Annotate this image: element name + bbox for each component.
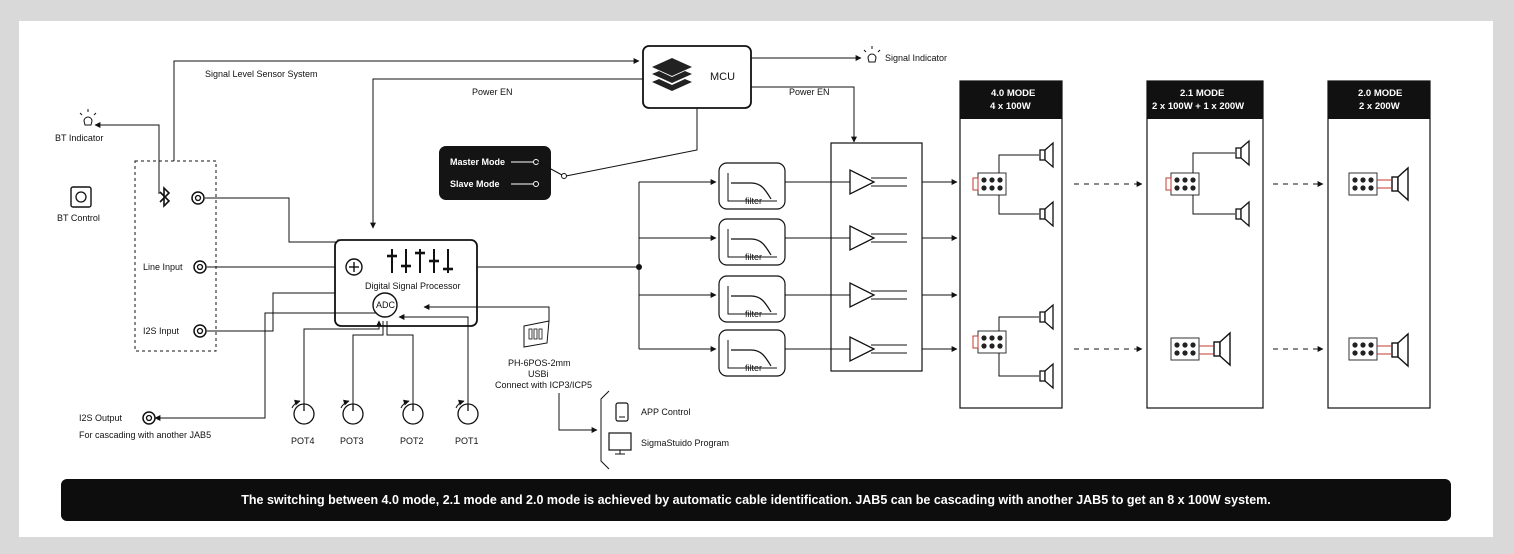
connector-block — [1348, 172, 1378, 196]
bt-control-button[interactable] — [70, 186, 92, 208]
master-mode-label: Master Mode — [450, 157, 505, 167]
connector-block — [1165, 172, 1200, 196]
i2s-input-label: I2S Input — [143, 326, 180, 336]
pot-label: POT3 — [340, 436, 364, 446]
power-en-right-label: Power EN — [789, 87, 830, 97]
i2s-output-jack-icon — [142, 411, 156, 425]
svg-text:filter: filter — [745, 196, 762, 206]
footer-banner: The switching between 4.0 mode, 2.1 mode… — [61, 479, 1451, 521]
mode-title: 2.0 MODE — [1358, 88, 1402, 99]
pot-label: POT2 — [400, 436, 424, 446]
bt-indicator-icon — [79, 108, 97, 126]
pot4-knob[interactable] — [292, 401, 314, 424]
mode-subtitle: 2 x 100W + 1 x 200W — [1152, 101, 1244, 112]
layers-icon — [652, 58, 692, 91]
monitor-icon — [608, 432, 632, 455]
mcu-label: MCU — [710, 71, 735, 83]
connector-block — [972, 330, 1007, 354]
connector-line3: Connect with ICP3/ICP5 — [495, 380, 592, 390]
dsp-block — [334, 239, 478, 327]
pot1-knob[interactable] — [456, 401, 478, 424]
filter-block: filter — [718, 329, 786, 377]
pot-label: POT4 — [291, 436, 315, 446]
equalizer-icon — [387, 249, 453, 273]
mode-subtitle: 2 x 200W — [1359, 101, 1400, 112]
amplifier-block — [830, 142, 923, 372]
adc-label: ADC — [376, 300, 396, 310]
adc-block — [372, 292, 398, 318]
bt-jack-icon — [191, 191, 205, 205]
footer-text: The switching between 4.0 mode, 2.1 mode… — [241, 493, 1271, 507]
mode-title: 2.1 MODE — [1180, 88, 1224, 99]
connector-block — [972, 172, 1007, 196]
bt-indicator-label: BT Indicator — [55, 133, 103, 143]
mode-panel-2-0 — [1327, 80, 1431, 409]
filter-block: filter — [718, 218, 786, 266]
power-en-left-label: Power EN — [472, 87, 513, 97]
bt-control-label: BT Control — [57, 213, 100, 223]
connector-block — [1348, 337, 1378, 361]
line-input-jack-icon — [193, 260, 207, 274]
dsp-label: Digital Signal Processor — [365, 281, 461, 291]
mode-panel-4-0 — [959, 80, 1063, 409]
sigma-program-label: SigmaStuido Program — [641, 438, 729, 448]
input-block — [134, 160, 217, 352]
pot-label: POT1 — [455, 436, 479, 446]
connector-line1: PH-6POS-2mm — [508, 358, 571, 368]
signal-indicator-icon — [863, 45, 881, 63]
i2s-input-jack-icon — [193, 324, 207, 338]
pot3-knob[interactable] — [341, 401, 363, 424]
diagram-card: BT Indicator BT Control Signal Level Sen… — [19, 21, 1493, 537]
line-input-label: Line Input — [143, 262, 183, 272]
mode-panel-2-1 — [1146, 80, 1264, 409]
slave-mode-label: Slave Mode — [450, 179, 500, 189]
filter-block: filter — [718, 162, 786, 210]
phone-icon — [615, 402, 629, 422]
svg-text:filter: filter — [745, 309, 762, 319]
connector-block — [1170, 337, 1200, 361]
connector-line2: USBi — [528, 369, 549, 379]
mode-subtitle: 4 x 100W — [990, 101, 1031, 112]
signal-indicator-label: Signal Indicator — [885, 53, 947, 63]
mode-title: 4.0 MODE — [991, 88, 1035, 99]
signal-level-label: Signal Level Sensor System — [205, 69, 318, 79]
i2s-output-label: I2S Output — [79, 413, 123, 423]
pot2-knob[interactable] — [401, 401, 423, 424]
svg-text:filter: filter — [745, 363, 762, 373]
cascading-note: For cascading with another JAB5 — [79, 430, 211, 440]
app-control-label: APP Control — [641, 407, 690, 417]
connector-icon — [523, 320, 550, 348]
filter-block: filter — [718, 275, 786, 323]
svg-text:filter: filter — [745, 252, 762, 262]
mode-switch-block — [439, 146, 551, 200]
block-diagram: BT Indicator BT Control Signal Level Sen… — [55, 45, 1431, 470]
bluetooth-icon — [159, 186, 171, 208]
